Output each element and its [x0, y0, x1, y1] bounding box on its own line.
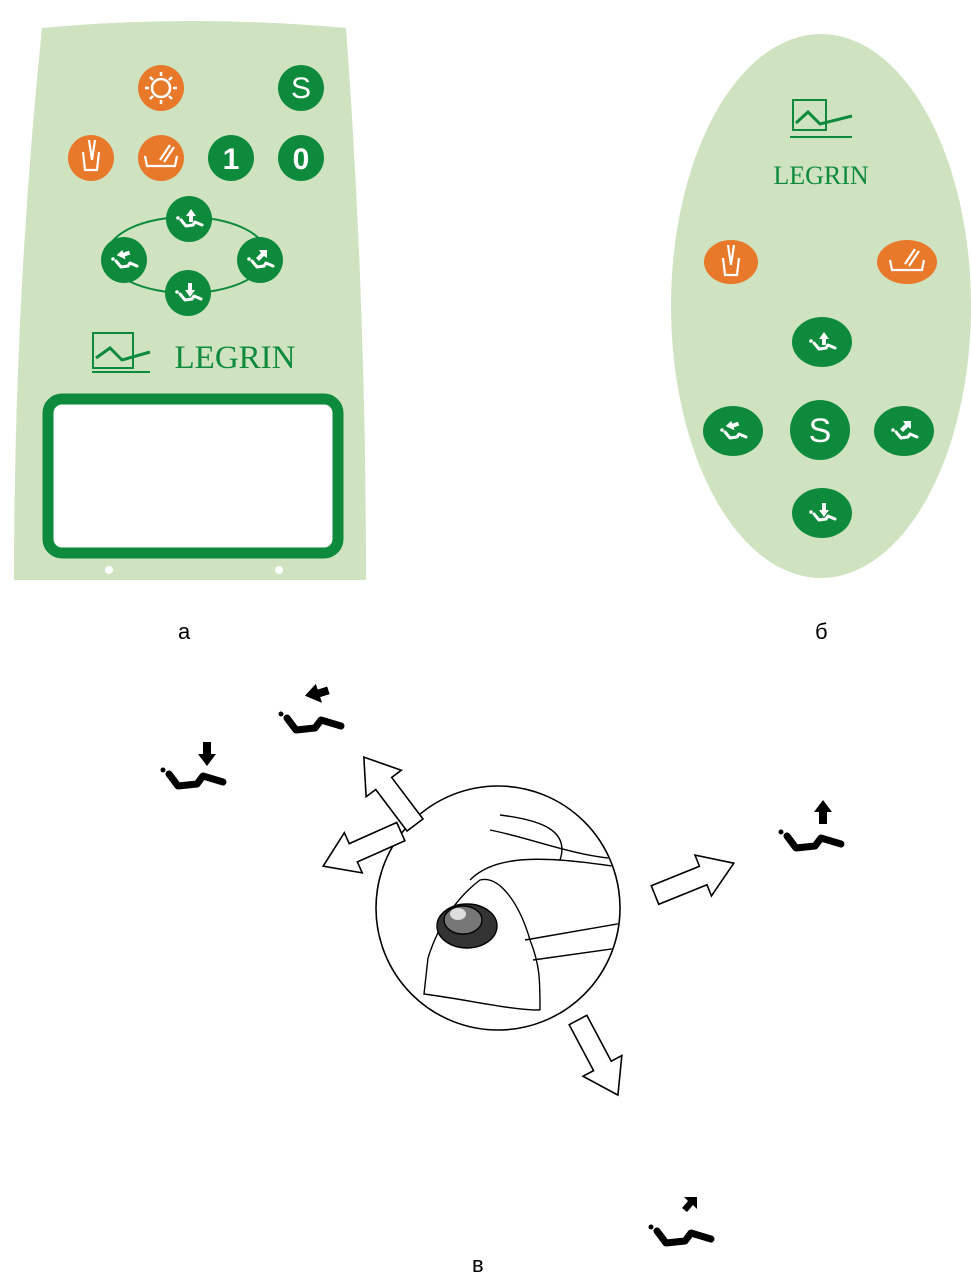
panel-a: S 1 0: [14, 21, 366, 580]
bowl-rinse-button-b[interactable]: [877, 240, 937, 284]
one-key-label: 1: [223, 143, 240, 176]
arrow-right: [645, 841, 743, 917]
mount-hole-left: [105, 566, 113, 574]
foot-joystick: [423, 814, 619, 1011]
joystick-view-circle: [375, 785, 621, 1031]
caption-b: б: [815, 619, 828, 644]
backrest-raise-icon: [649, 1197, 712, 1243]
chair-down-button[interactable]: [165, 270, 211, 316]
one-key-button[interactable]: 1: [208, 135, 254, 181]
s-key-label: S: [291, 72, 311, 105]
chair-up-button-b[interactable]: [792, 317, 852, 367]
backrest-raise-button[interactable]: [237, 237, 283, 283]
s-key-button-b[interactable]: S: [790, 400, 850, 460]
light-button[interactable]: [138, 65, 184, 111]
caption-a: а: [178, 619, 191, 644]
backrest-recline-button-b[interactable]: [703, 406, 763, 456]
bowl-rinse-icon: [888, 248, 926, 272]
cup-fill-button-b[interactable]: [704, 240, 758, 284]
chair-up-button[interactable]: [166, 196, 212, 242]
cup-fill-button[interactable]: [68, 135, 114, 181]
s-key-button[interactable]: S: [278, 65, 324, 111]
arrow-lower-right: [557, 1008, 639, 1107]
cup-fill-icon: [721, 244, 741, 277]
legrin-logo-mark-b: [790, 99, 853, 138]
legrin-logo-text: LEGRIN: [175, 340, 296, 376]
mount-hole-right: [275, 566, 283, 574]
bowl-rinse-icon: [143, 144, 179, 168]
bowl-rinse-button[interactable]: [138, 135, 184, 181]
chair-down-button-b[interactable]: [792, 488, 852, 538]
backrest-raise-button-b[interactable]: [874, 406, 934, 456]
display-screen: [42, 393, 344, 559]
backrest-recline-icon: [279, 683, 342, 730]
zero-key-button[interactable]: 0: [278, 135, 324, 181]
panel-b: LEGRIN S: [671, 34, 971, 578]
chair-up-icon: [779, 800, 842, 848]
chair-down-icon: [161, 742, 224, 786]
panel-c: [161, 683, 842, 1243]
zero-key-label: 0: [293, 143, 310, 176]
s-key-label-b: S: [809, 412, 832, 450]
backrest-recline-button[interactable]: [101, 237, 147, 283]
caption-c: в: [472, 1252, 484, 1277]
legrin-logo-text-b: LEGRIN: [773, 161, 869, 190]
lamp-sun-icon: [145, 72, 177, 104]
cup-fill-icon: [81, 139, 101, 172]
legrin-logo-mark: [92, 332, 151, 373]
